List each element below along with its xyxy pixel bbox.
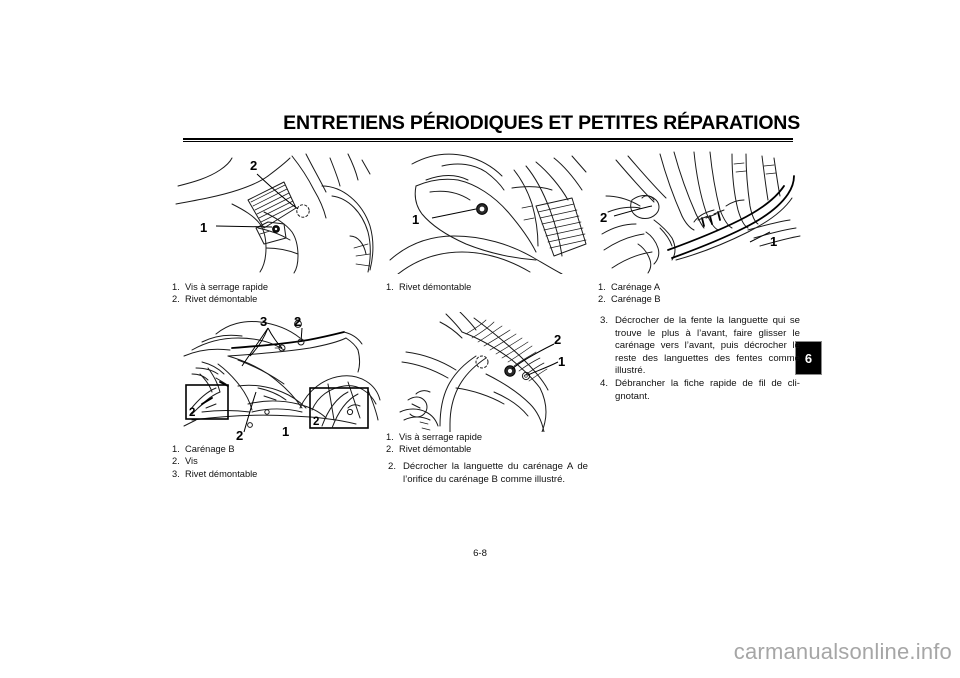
callout-2-inset-left: 2 xyxy=(189,407,195,419)
callout-2: 2 xyxy=(250,158,257,173)
caption-number: 1. xyxy=(386,432,394,442)
procedure-step: 4. Débrancher la fiche rapide de fil de … xyxy=(600,378,800,403)
caption-item: 1. Vis à serrage rapide xyxy=(386,431,592,443)
caption-text: Rivet démontable xyxy=(185,468,258,479)
procedure-steps-mid: 2. Décrocher la languette du carénage A … xyxy=(388,461,588,486)
figure-top-mid-artwork: 1 xyxy=(389,153,587,274)
callout-1: 1 xyxy=(558,354,565,369)
caption-number: 1. xyxy=(172,444,180,454)
callout-2-bottom: 2 xyxy=(236,428,243,440)
step-text: Débrancher la fiche rapide de fil de cli… xyxy=(615,377,800,402)
caption-item: 3. Rivet démontable xyxy=(172,468,378,480)
caption-item: 2. Carénage B xyxy=(598,293,804,305)
figure-bottom-mid-artwork: 2 1 xyxy=(399,312,565,432)
caption-text: Rivet démontable xyxy=(399,444,472,455)
callout-2: 2 xyxy=(554,332,561,347)
step-text: Décrocher la languette du carénage A de … xyxy=(403,461,588,485)
figure-side-panel-rivet-detail: 1 xyxy=(386,152,592,274)
header-divider-line-thin xyxy=(183,140,793,142)
chapter-tab-marker: 6 xyxy=(795,341,822,375)
caption-item: 1. Carénage B xyxy=(172,443,378,455)
step-number: 2. xyxy=(388,461,397,472)
caption-text: Carénage B xyxy=(611,294,661,305)
caption-top-left: 1. Vis à serrage rapide 2. Rivet démonta… xyxy=(172,281,378,306)
procedure-step: 2. Décrocher la languette du carénage A … xyxy=(388,461,588,486)
caption-text: Vis xyxy=(185,456,198,467)
caption-text: Vis à serrage rapide xyxy=(185,282,269,292)
page-number: 6-8 xyxy=(473,548,487,559)
caption-text: Rivet démontable xyxy=(399,282,472,292)
caption-text: Vis à serrage rapide xyxy=(399,432,483,442)
figure-fairing-quick-fastener-rivet-detail: 2 1 xyxy=(386,312,592,432)
procedure-steps-right: 3. Décrocher de la fente la languette qu… xyxy=(600,315,800,403)
callout-2-top: 2 xyxy=(294,314,301,329)
caption-number: 2. xyxy=(598,294,606,305)
caption-number: 1. xyxy=(598,282,606,292)
caption-top-right: 1. Carénage A 2. Carénage B xyxy=(598,281,804,306)
caption-item: 1. Carénage A xyxy=(598,281,804,293)
caption-number: 3. xyxy=(172,468,180,479)
callout-3: 3 xyxy=(260,314,267,329)
callout-1: 1 xyxy=(282,424,289,439)
figure-front-fairing-quick-fastener-detail: 2 1 xyxy=(172,152,378,274)
caption-item: 2. Rivet démontable xyxy=(172,293,378,305)
caption-number: 2. xyxy=(172,456,180,467)
figure-top-left-artwork: 2 1 xyxy=(175,153,374,274)
callout-2-inset-right: 2 xyxy=(313,416,319,428)
figure-top-right-artwork: 2 1 xyxy=(600,151,801,274)
caption-number: 1. xyxy=(386,282,394,292)
callout-1: 1 xyxy=(200,220,207,235)
callout-2: 2 xyxy=(600,210,607,225)
figure-fairing-a-fairing-b-tab-detail: 2 1 xyxy=(598,150,804,274)
caption-number: 2. xyxy=(386,444,394,455)
caption-number: 2. xyxy=(172,294,180,305)
caption-item: 2. Rivet démontable xyxy=(386,443,592,455)
step-number: 4. xyxy=(600,377,609,389)
site-watermark: carmanualsonline.info xyxy=(733,639,952,664)
callout-1: 1 xyxy=(412,212,419,227)
caption-item: 2. Vis xyxy=(172,455,378,467)
caption-bottom-left: 1. Carénage B 2. Vis 3. Rivet démontable xyxy=(172,443,378,480)
header-divider xyxy=(183,138,793,142)
caption-text: Carénage A xyxy=(611,282,661,292)
caption-top-mid: 1. Rivet démontable xyxy=(386,281,592,293)
callout-1: 1 xyxy=(770,234,777,249)
caption-bottom-mid: 1. Vis à serrage rapide 2. Rivet démonta… xyxy=(386,431,592,456)
caption-item: 1. Rivet démontable xyxy=(386,281,592,293)
header-divider-line-thick xyxy=(183,138,793,140)
caption-number: 1. xyxy=(172,282,180,292)
caption-text: Rivet démontable xyxy=(185,294,258,305)
caption-text: Carénage B xyxy=(185,444,235,454)
figure-fairing-b-overview-with-insets: 2 2 3 2 2 1 xyxy=(172,312,382,440)
page-title: ENTRETIENS PÉRIODIQUES ET PETITES RÉPARA… xyxy=(283,112,800,134)
procedure-step: 3. Décrocher de la fente la languette qu… xyxy=(600,315,800,378)
step-text: Décrocher de la fente la languette qui s… xyxy=(615,315,800,377)
figure-bottom-left-artwork: 2 2 3 2 2 1 xyxy=(183,314,381,440)
caption-item: 1. Vis à serrage rapide xyxy=(172,281,378,293)
step-number: 3. xyxy=(600,315,609,326)
